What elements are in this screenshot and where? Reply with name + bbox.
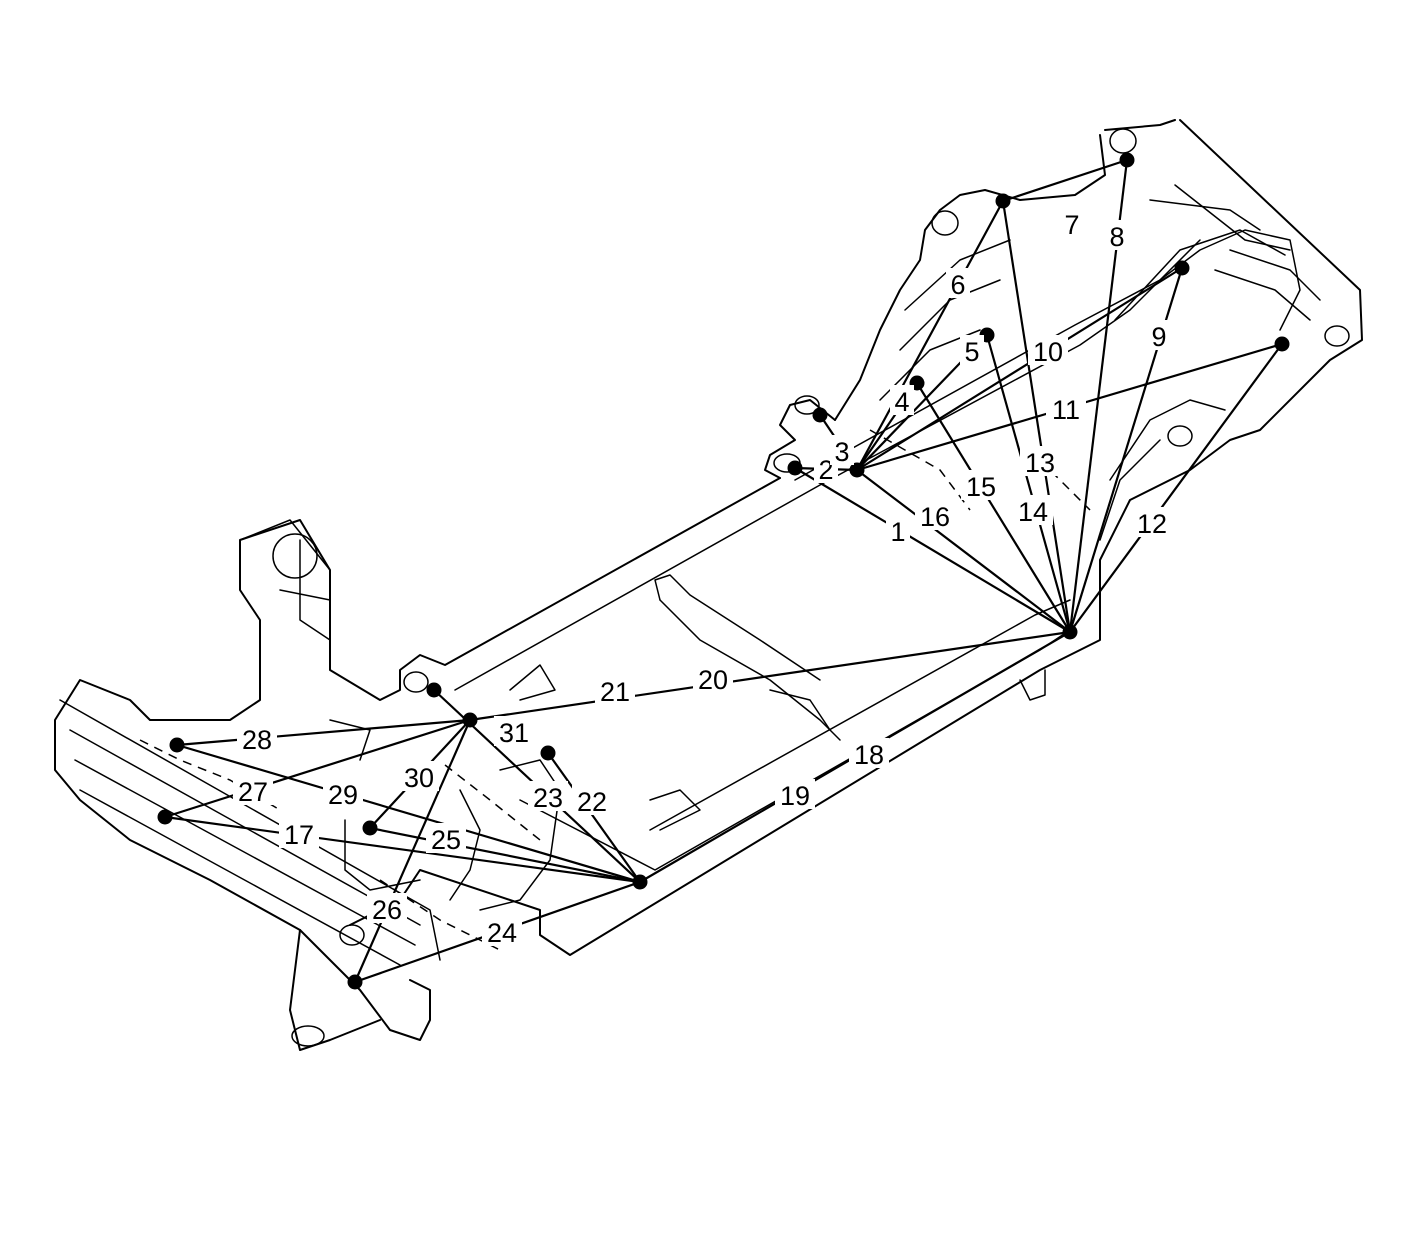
callout-label-6: 6 (950, 270, 965, 300)
callout-label-bg (237, 723, 277, 753)
reference-point (1174, 260, 1190, 276)
leader-line (164, 718, 471, 819)
callout-label-28: 28 (242, 725, 272, 755)
reference-point (1119, 152, 1135, 168)
callout-label-bg (946, 268, 970, 298)
callout-label-5: 5 (964, 337, 979, 367)
callout-label-bg (367, 893, 407, 923)
callout-label-20: 20 (698, 665, 728, 695)
callout-label-bg (830, 435, 854, 465)
callout-label-18: 18 (854, 740, 884, 770)
callout-label-30: 30 (404, 763, 434, 793)
reference-point (362, 820, 378, 836)
callout-label-bg (1060, 208, 1084, 238)
leader-line (547, 752, 641, 883)
callout-label-29: 29 (328, 780, 358, 810)
callout-label-15: 15 (966, 472, 996, 502)
callout-label-8: 8 (1109, 222, 1124, 252)
callout-label-26: 26 (372, 895, 402, 925)
callout-label-bg (279, 818, 319, 848)
leader-line (469, 630, 1071, 722)
callout-label-bg (528, 781, 568, 811)
callout-label-2: 2 (818, 455, 833, 485)
reference-point (157, 809, 173, 825)
callout-label-31: 31 (499, 718, 529, 748)
leader-lines (164, 158, 1283, 984)
callout-label-13: 13 (1025, 448, 1055, 478)
callout-label-bg (482, 916, 522, 946)
callout-label-bg (960, 335, 984, 365)
reference-point (812, 407, 828, 423)
reference-point (787, 460, 803, 476)
callout-label-bg (323, 778, 363, 808)
leader-line (856, 267, 1183, 471)
callout-label-bg (886, 515, 910, 545)
leader-line (1069, 343, 1283, 633)
callout-label-bg (494, 716, 534, 746)
callout-label-19: 19 (780, 781, 810, 811)
callout-label-16: 16 (920, 502, 950, 532)
callout-label-bg (1132, 507, 1172, 537)
callout-label-7: 7 (1064, 210, 1079, 240)
callout-label-1: 1 (890, 517, 905, 547)
leader-line (176, 718, 471, 747)
callout-label-10: 10 (1033, 337, 1063, 367)
callout-label-bg (595, 675, 635, 705)
callout-label-3: 3 (834, 437, 849, 467)
callout-label-bg (1028, 335, 1068, 365)
reference-point (995, 193, 1011, 209)
reference-point (169, 737, 185, 753)
leader-line (856, 469, 1071, 633)
callout-label-bg (572, 785, 612, 815)
reference-point (1062, 624, 1078, 640)
reference-point (632, 874, 648, 890)
frame-outline (54, 119, 1363, 1051)
callout-label-24: 24 (487, 918, 517, 948)
callout-label-12: 12 (1137, 509, 1167, 539)
callout-label-25: 25 (431, 825, 461, 855)
reference-point (849, 462, 865, 478)
callout-label-9: 9 (1151, 322, 1166, 352)
callout-label-bg (233, 775, 273, 805)
callout-label-17: 17 (284, 820, 314, 850)
callout-label-22: 22 (577, 787, 607, 817)
callout-label-bg (1020, 446, 1060, 476)
leader-line (1002, 158, 1128, 203)
callout-label-27: 27 (238, 777, 268, 807)
callout-label-bg (399, 761, 439, 791)
leader-line (353, 719, 472, 983)
callout-label-bg (1105, 220, 1129, 250)
callout-label-bg (426, 823, 466, 853)
leader-line (369, 826, 641, 884)
leader-line (985, 334, 1072, 633)
leader-line (794, 467, 1071, 633)
callout-label-bg (849, 738, 889, 768)
callout-label-bg (915, 500, 955, 530)
callout-label-bg (775, 779, 815, 809)
callout-label-23: 23 (533, 783, 563, 813)
leader-line (856, 200, 1004, 471)
callout-label-4: 4 (894, 387, 909, 417)
leader-line (1001, 200, 1072, 633)
callout-label-bg (1046, 393, 1086, 423)
reference-point (426, 682, 442, 698)
leader-line (164, 815, 641, 884)
reference-point (1274, 336, 1290, 352)
callout-label-bg (961, 470, 1001, 500)
reference-points (157, 152, 1290, 990)
callout-label-bg (890, 385, 914, 415)
callout-label-14: 14 (1018, 497, 1048, 527)
callout-label-bg (1013, 495, 1053, 525)
callout-label-11: 11 (1052, 395, 1080, 425)
reference-point (540, 745, 556, 761)
reference-point (462, 712, 478, 728)
callout-label-bg (1147, 320, 1171, 350)
callout-label-bg (693, 663, 733, 693)
reference-point (347, 974, 363, 990)
leader-line (916, 382, 1071, 633)
leader-line (176, 743, 641, 884)
callout-label-21: 21 (600, 677, 630, 707)
